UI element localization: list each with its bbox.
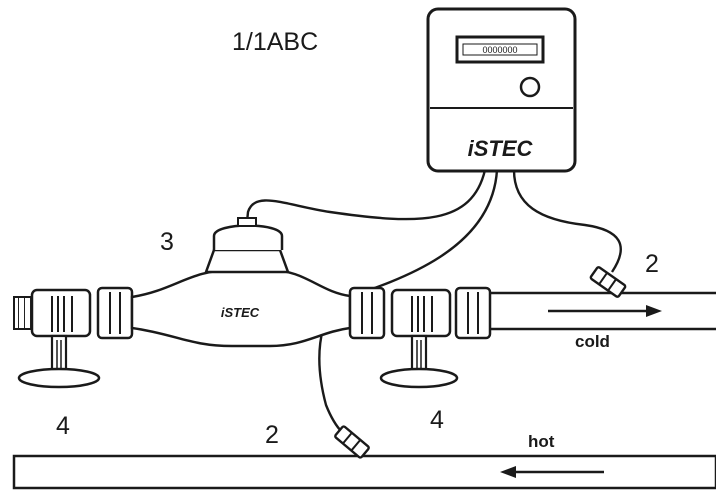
hot-pipe-label: hot xyxy=(528,432,555,451)
cold-flow-arrow-head xyxy=(646,305,662,317)
cold-pipe-sensor xyxy=(589,266,627,298)
valve-body-right xyxy=(390,288,452,338)
flow-meter-assembly: iSTEC xyxy=(13,217,492,389)
cable-to-cold-sensor xyxy=(512,169,622,273)
meter-unit: 0000000 iSTEC xyxy=(426,7,577,173)
meter-display-digits: 0000000 xyxy=(482,45,517,55)
cold-pipe: cold xyxy=(486,291,716,351)
valve-body-left xyxy=(30,288,92,338)
nut-cold-pipe xyxy=(454,286,492,340)
flow-meter-brand: iSTEC xyxy=(221,305,260,320)
nut-right xyxy=(348,286,386,340)
hot-pipe: hot xyxy=(12,432,716,490)
valve-handle-left xyxy=(17,367,101,389)
valve-handle-right xyxy=(379,367,459,389)
meter-button-icon xyxy=(519,76,541,98)
meter-display: 0000000 xyxy=(455,35,545,64)
hot-pipe-sensor xyxy=(334,425,370,459)
callout-meter: 3 xyxy=(160,228,174,256)
callout-sensor-hot: 2 xyxy=(265,421,279,449)
flow-meter-register xyxy=(204,248,290,274)
diagram-identifier: 1/1ABC xyxy=(232,28,318,56)
hot-flow-arrow-head xyxy=(500,466,516,478)
cable-to-flow-meter xyxy=(244,169,487,233)
nut-left xyxy=(96,286,134,340)
cold-pipe-label: cold xyxy=(575,332,610,351)
callout-valve-right: 4 xyxy=(430,406,444,434)
meter-unit-brand: iSTEC xyxy=(468,136,534,161)
callout-valve-left: 4 xyxy=(56,412,70,440)
callout-sensor-cold: 2 xyxy=(645,250,659,278)
